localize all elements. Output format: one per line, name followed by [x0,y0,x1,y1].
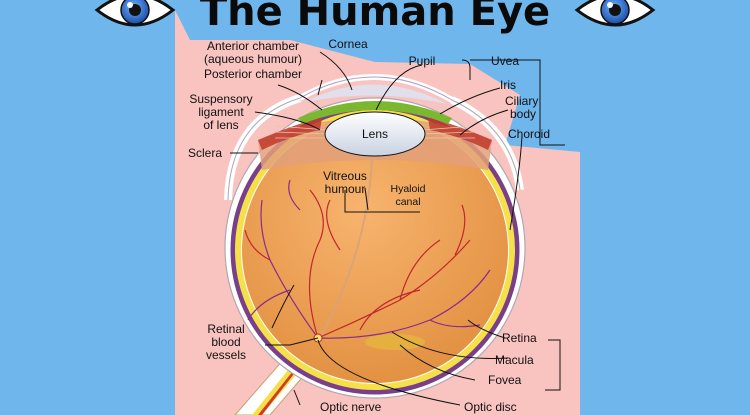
label-optic-disc: Optic disc [464,400,517,414]
label-vitreous-2: humour [325,182,366,196]
iris-shape [298,101,452,124]
label-anterior-chamber-1: Anterior chamber [207,39,299,53]
label-pupil: Pupil [409,54,436,68]
retina-bracket [545,339,561,391]
label-ciliary-body-2: body [510,107,536,121]
label-suspensory-1: Suspensory [189,92,252,106]
label-retinal-vessels-3: vessels [206,348,246,362]
label-optic-nerve: Optic nerve [320,400,382,414]
label-anterior-chamber-2: (aqueous humour) [204,52,302,66]
label-retinal-vessels-2: blood [211,335,240,349]
page-title: The Human Eye [200,0,550,35]
vitreous-body [242,117,508,383]
eye-icon [574,0,656,27]
label-sclera: Sclera [188,146,222,160]
label-suspensory-3: of lens [203,118,238,132]
label-retina: Retina [502,331,537,345]
retinal-blood-vessel-network [244,179,491,339]
label-cornea: Cornea [328,37,368,51]
label-lens: Lens [362,127,388,141]
label-posterior-chamber: Posterior chamber [204,67,302,81]
label-retinal-vessels-1: Retinal [207,322,244,336]
label-iris: Iris [500,78,516,92]
label-suspensory-2: ligament [198,105,244,119]
leader-lines [230,51,523,406]
label-hyaloid-1: Hyaloid [390,183,425,195]
label-hyaloid-2: canal [395,196,420,208]
label-uvea: Uvea [491,54,519,68]
label-macula: Macula [495,353,534,367]
label-ciliary-body-1: Ciliary [505,94,538,108]
uvea-bracket [461,59,565,146]
lens-shape [324,111,426,157]
eye-icon [94,0,176,27]
label-choroid: Choroid [508,127,550,141]
label-fovea: Fovea [488,373,522,387]
label-vitreous-1: Vitreous [323,169,367,183]
macula-shape [365,334,425,350]
hyaloid-canal-shape [319,157,373,339]
